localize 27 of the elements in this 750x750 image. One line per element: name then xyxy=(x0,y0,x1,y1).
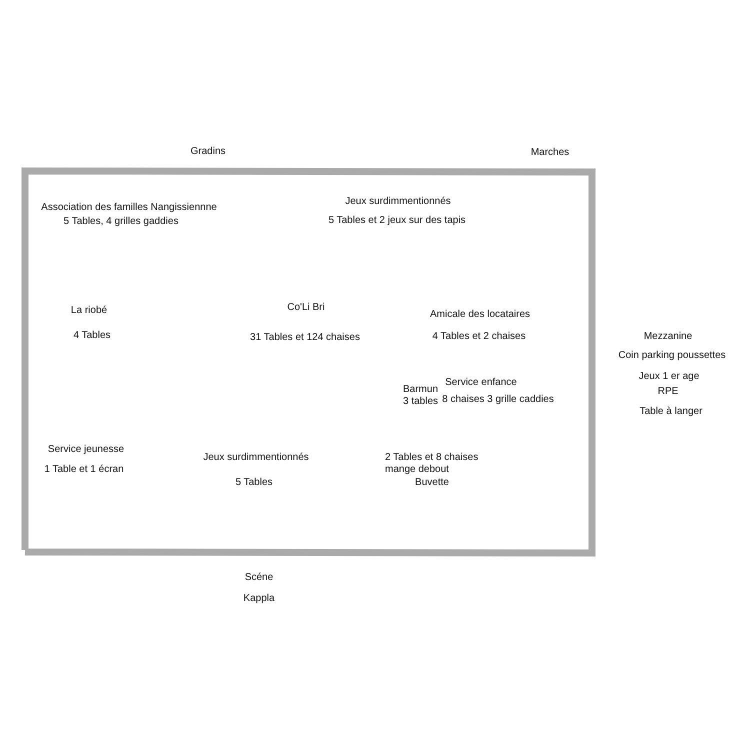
area-label: Jeux surdimmentionnés xyxy=(203,452,309,464)
area-label: Jeux 1 er age xyxy=(638,371,700,383)
area-label: 5 Tables xyxy=(235,477,273,489)
area-label: 5 Tables, 4 grilles gaddies xyxy=(64,216,178,228)
area-label: Table à langer xyxy=(640,406,702,418)
area-label: 1 Table et 1 écran xyxy=(44,464,124,476)
area-label: Amicale des locataires xyxy=(430,309,530,321)
area-label: 5 Tables et 2 jeux sur des tapis xyxy=(328,215,466,227)
area-label: Service enfance xyxy=(445,377,517,389)
area-label: Gradins xyxy=(190,146,226,158)
area-label: 4 Tables et 2 chaises xyxy=(432,331,526,343)
area-label: Kappla xyxy=(243,593,275,605)
area-label: Co'Li Bri xyxy=(287,302,325,314)
area-label: Jeux surdimmentionnés xyxy=(345,196,451,208)
area-label: 8 chaises 3 grille caddies xyxy=(442,394,554,406)
area-label: Service jeunesse xyxy=(48,444,124,456)
area-label: 31 Tables et 124 chaises xyxy=(250,332,360,344)
area-label: Marches xyxy=(530,147,570,159)
area-label: 4 Tables xyxy=(73,330,111,342)
area-label: Coin parking poussettes xyxy=(618,350,726,362)
area-label: 2 Tables et 8 chaises mange debout xyxy=(385,452,480,476)
area-label: Buvette xyxy=(415,477,449,489)
area-label: La riobé xyxy=(70,305,108,317)
area-label: Scéne xyxy=(244,572,274,584)
area-label: Association des familles Nangissiennne xyxy=(41,202,217,214)
area-label: Mezzanine xyxy=(644,331,692,343)
area-label: RPE xyxy=(658,386,678,398)
